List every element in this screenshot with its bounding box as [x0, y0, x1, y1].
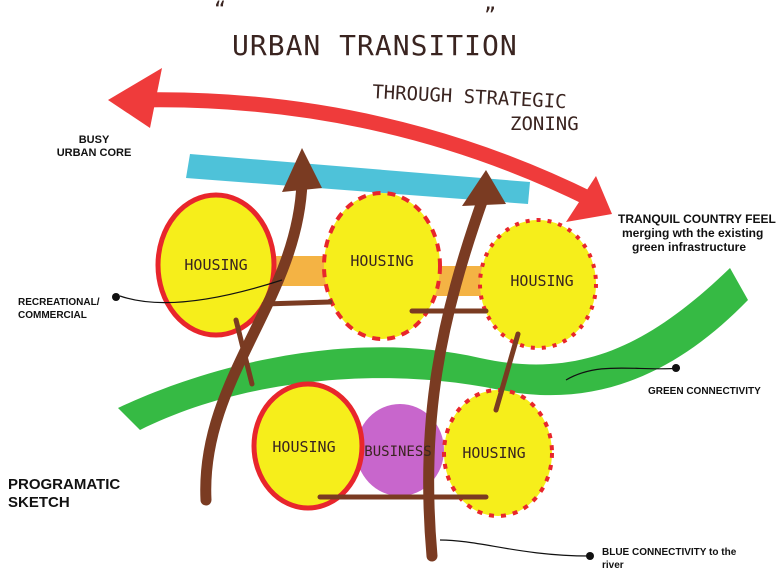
leader-recreational	[119, 279, 283, 304]
leader-green	[565, 367, 681, 381]
brown-path-diag-right	[493, 331, 521, 413]
title-main: URBAN TRANSITION	[232, 29, 518, 62]
brown-arrow-head-left	[282, 148, 322, 192]
brown-path-center	[423, 190, 490, 562]
programatic-sketch-label: PROGRAMATIC SKETCH	[8, 476, 121, 511]
leader-blue-dot	[586, 552, 594, 560]
housing-zone-5-label: HOUSING	[462, 444, 525, 462]
brown-path-diag-left	[233, 317, 255, 387]
housing-zone-4	[251, 381, 365, 511]
brown-arrow-head-center	[462, 170, 506, 206]
title-sub-line2: ZONING	[510, 113, 579, 135]
business-zone-label: BUSINESS	[364, 444, 431, 460]
green-band	[118, 268, 748, 430]
brown-paths	[200, 176, 521, 562]
housing-zone-1-label: HOUSING	[184, 256, 247, 274]
tranquil-country-label: TRANQUIL COUNTRY FEEL merging wth the ex…	[618, 212, 776, 254]
blue-band	[186, 154, 530, 204]
housing-zone-3-label: HOUSING	[510, 272, 573, 290]
business-zone	[356, 404, 444, 496]
housing-zone-3	[478, 218, 598, 350]
title-quote-open: “	[214, 0, 226, 21]
leader-recreational-dot	[112, 293, 120, 301]
brown-path-link-top	[261, 299, 333, 307]
title-sub-line1: THROUGH STRATEGIC	[372, 81, 567, 113]
housing-zone-2	[322, 191, 442, 341]
blue-connectivity-label: BLUE CONNECTIVITY to the river	[602, 547, 737, 571]
transition-arrow	[130, 92, 600, 208]
brown-path-left	[200, 176, 308, 506]
leader-lines	[119, 279, 681, 557]
housing-zone-2-label: HOUSING	[350, 252, 413, 270]
transition-arrow-head-left	[108, 68, 162, 128]
housing-zone-1	[155, 192, 277, 338]
leader-blue	[439, 539, 591, 557]
busy-urban-core-label: BUSY URBAN CORE	[56, 134, 132, 159]
title-quote-close: ”	[484, 3, 496, 27]
recreational-commercial-label: RECREATIONAL/ COMMERCIAL	[18, 297, 100, 321]
housing-zone-5	[442, 388, 554, 518]
transition-arrow-head-right	[566, 176, 612, 222]
green-connectivity-label: GREEN CONNECTIVITY	[648, 386, 761, 397]
housing-zone-4-label: HOUSING	[272, 438, 335, 456]
leader-green-dot	[672, 364, 680, 372]
